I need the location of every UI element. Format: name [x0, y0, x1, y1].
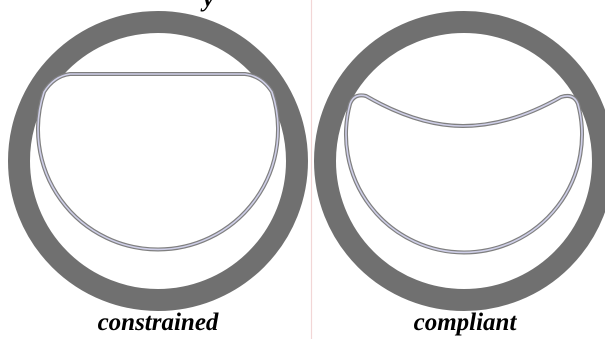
panel-compliant: [325, 22, 603, 300]
membrane-compliant: [346, 95, 582, 252]
label-constrained: constrained: [98, 308, 219, 338]
label-compliant: compliant: [414, 308, 517, 338]
header-text-fragment: y: [203, 0, 214, 14]
membrane-constrained: [38, 74, 278, 249]
panel-constrained: [19, 22, 297, 300]
